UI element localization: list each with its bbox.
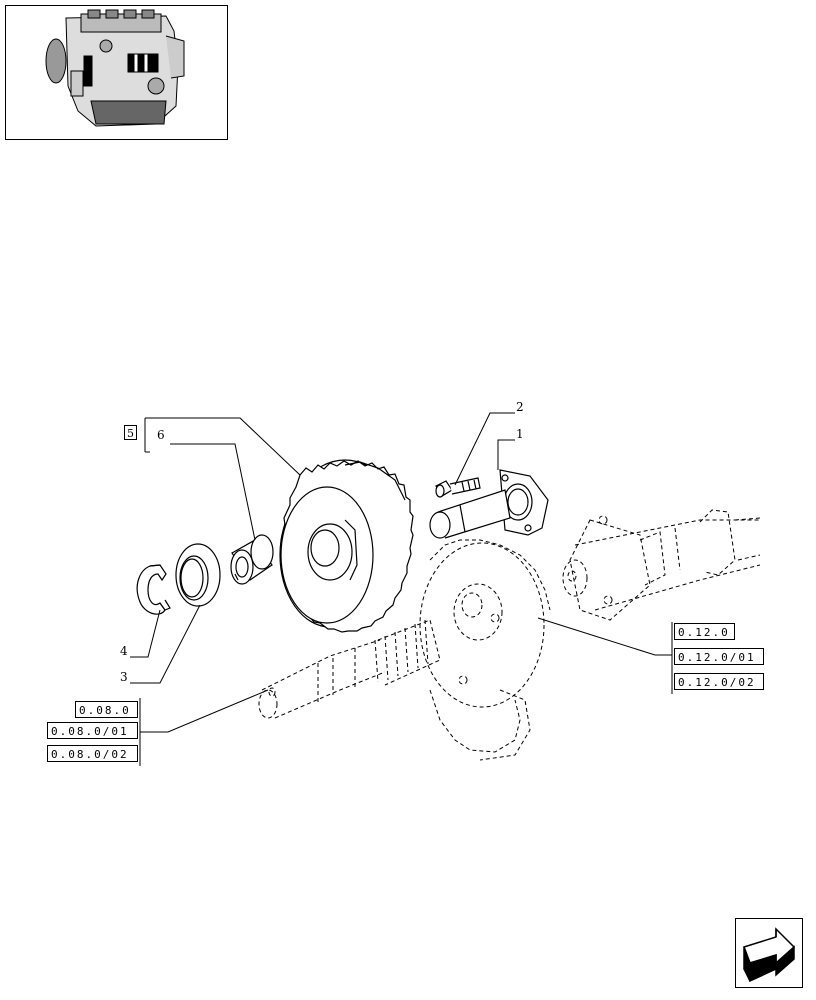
thrust-washer[interactable]: [175, 543, 221, 607]
next-page-button[interactable]: [735, 918, 803, 988]
callout-4: 4: [120, 644, 128, 658]
callout-6: 6: [157, 428, 165, 442]
timing-gear[interactable]: [279, 459, 414, 633]
crankshaft-outline: [258, 539, 551, 761]
ref-crankshaft-1[interactable]: 0.08.0/01: [47, 722, 138, 739]
ref-camshaft-2[interactable]: 0.12.0/02: [674, 673, 764, 690]
bolt[interactable]: [435, 477, 481, 498]
leader-lines: [130, 412, 673, 766]
idler-shaft[interactable]: [429, 469, 549, 539]
ref-camshaft-1[interactable]: 0.12.0/01: [674, 648, 764, 665]
callout-1: 1: [516, 427, 524, 441]
callout-5: 5: [124, 425, 137, 440]
next-page-arrow-icon: [743, 927, 796, 983]
ref-crankshaft-2[interactable]: 0.08.0/02: [47, 745, 138, 762]
camshaft-outline: [562, 509, 761, 621]
engine-icon: [45, 9, 185, 127]
ref-crankshaft-0[interactable]: 0.08.0: [75, 701, 138, 718]
engine-thumbnail[interactable]: [5, 5, 228, 140]
ref-camshaft-0[interactable]: 0.12.0: [674, 623, 735, 640]
callout-3: 3: [120, 670, 128, 684]
snap-ring[interactable]: [136, 564, 171, 615]
bushing[interactable]: [230, 534, 274, 585]
callout-2: 2: [516, 400, 524, 414]
